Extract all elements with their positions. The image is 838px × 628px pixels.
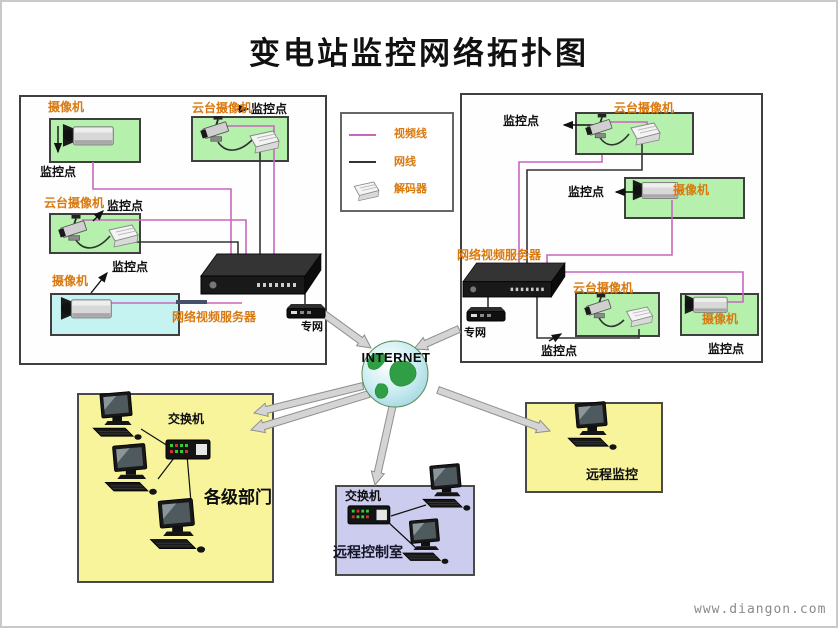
gray-arrow-icon [436,386,552,434]
control-room-switch-label: 交换机 [345,489,382,503]
right-mp4-label: 监控点 [708,342,745,356]
lan-lines [140,428,427,549]
legend-decoder-label: 解码器 [394,183,427,195]
page-title: 变电站监控网络拓扑图 [249,36,589,71]
left-mp2-label: 监控点 [251,102,288,116]
control-room-title: 远程控制室 [333,544,403,560]
computer-icon [567,401,617,451]
departments-title: 各级部门 [204,488,272,507]
video-server-icon [462,262,566,298]
computer-icon [422,463,471,512]
private-net-modem-icon [286,303,326,319]
departments-switch-label: 交换机 [168,412,205,426]
right-ptz2-label: 云台摄像机 [573,281,634,295]
decoder-icon [108,224,139,248]
internet-globe-icon [361,340,429,408]
switch-icon [165,439,211,460]
right-ptz1-label: 云台摄像机 [614,101,675,115]
gray-arrow-icon [252,381,365,417]
left-private-net-label: 专网 [301,321,323,333]
right-private-net-label: 专网 [464,327,486,339]
left-mp4-label: 监控点 [112,260,149,274]
right-mp2-label: 监控点 [568,185,605,199]
right-camera2-label: 摄像机 [702,312,739,326]
ptz-camera-icon [57,214,88,242]
left-ptz2-label: 云台摄像机 [44,196,105,210]
computer-icon [104,443,158,496]
private-net-modem-icon [466,306,506,322]
computer-icon [150,497,206,554]
gray-arrow-icon [317,307,372,349]
right-camera1-label: 摄像机 [673,183,710,197]
switch-icon [347,505,391,525]
internet-link-arrows [249,307,552,487]
video-lines [82,121,744,304]
left-camera2-label: 摄像机 [52,274,89,288]
decoder-icon [630,122,661,146]
camera-icon [60,296,112,321]
left-mp3-label: 监控点 [107,199,144,213]
computer-icon [92,391,143,441]
ptz-camera-icon [199,115,230,143]
camera-icon [62,123,114,148]
network-lines [75,133,643,339]
gray-arrow-icon [370,402,397,487]
left-server-label: 网络视频服务器 [172,310,257,324]
ptz-camera-icon [583,293,612,319]
right-mp3-label: 监控点 [541,344,578,358]
remote-monitor-title: 远程监控 [586,467,639,482]
gray-arrow-icon [249,390,371,434]
legend-network-label: 网线 [394,156,416,168]
decoder-icon [626,306,654,328]
right-mp1-label: 监控点 [503,114,540,128]
computer-icon [402,518,449,565]
legend-video-label: 视频线 [394,128,427,140]
internet-label: INTERNET [361,350,431,365]
left-camera1-label: 摄像机 [48,100,85,114]
left-ptz1-label: 云台摄像机 [192,101,253,115]
camera-icon [632,179,679,201]
pointer-arrows [53,104,635,343]
gray-arrow-icon [412,325,462,351]
decoder-legend-icon [353,181,380,202]
video-server-icon [200,253,322,295]
ptz-camera-icon [584,113,613,139]
right-server-label: 网络视频服务器 [457,248,542,262]
left-mp1-label: 监控点 [40,165,77,179]
watermark: www.diangon.com [694,602,827,617]
